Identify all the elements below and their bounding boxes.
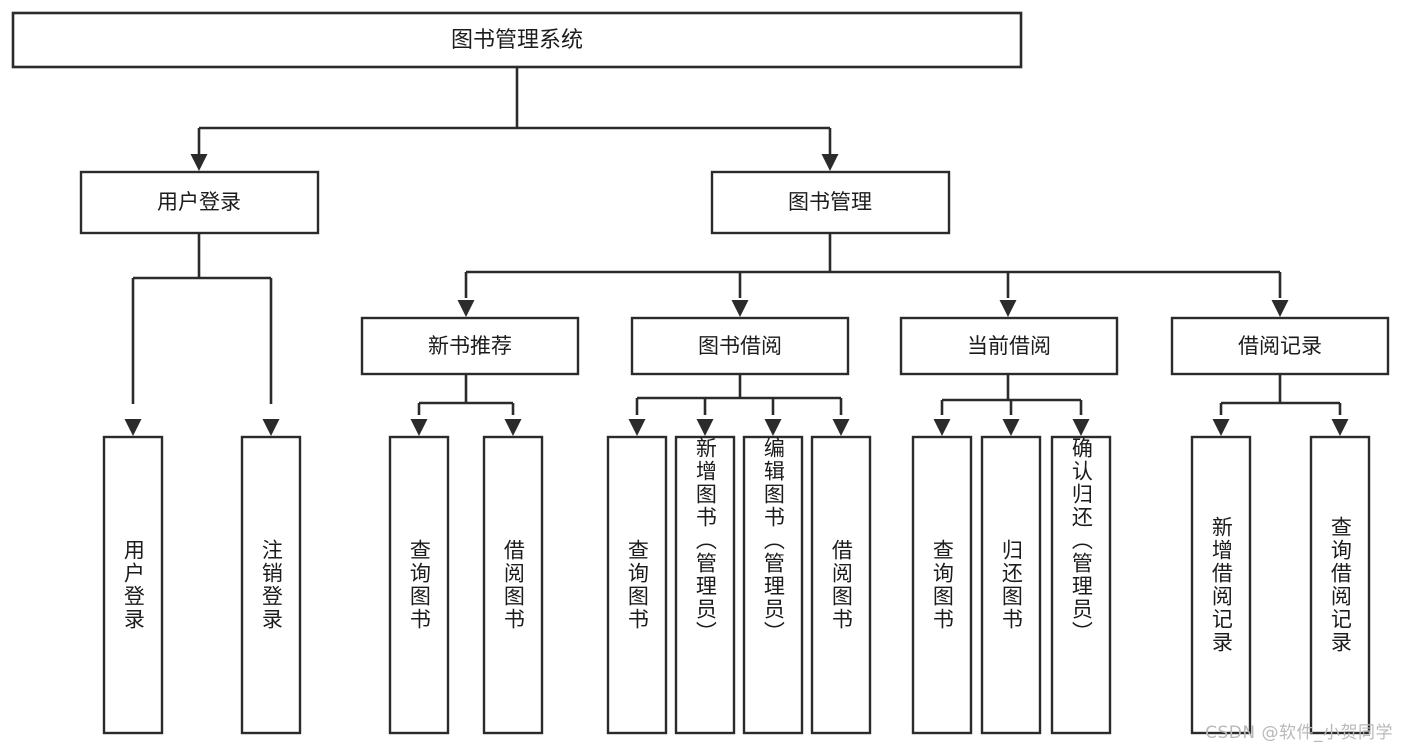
arrow-to-leaf-br-query xyxy=(1331,419,1349,436)
arrow-to-borrow-records xyxy=(1271,300,1289,317)
leaf-box-bb-query[interactable] xyxy=(606,435,668,735)
leaf-box-br-add[interactable] xyxy=(1190,435,1252,735)
node-root-system-label: 图书管理系统 xyxy=(451,28,583,53)
leaf-box-br-query[interactable] xyxy=(1309,435,1371,735)
leaf-box-cb-query[interactable] xyxy=(911,435,973,735)
arrow-to-leaf-nb-borrow xyxy=(504,419,522,436)
node-current-borrow-label: 当前借阅 xyxy=(967,334,1051,358)
connector-group-borrow-records xyxy=(1219,374,1342,415)
leaf-box-group xyxy=(102,435,1371,735)
arrow-to-leaf-bb-edit xyxy=(764,419,782,436)
node-root-system[interactable]: 图书管理系统 xyxy=(11,11,1023,69)
arrow-to-book-borrow xyxy=(731,300,749,317)
node-book-manage[interactable]: 图书管理 xyxy=(710,170,951,235)
node-user-login[interactable]: 用户登录 xyxy=(79,170,320,235)
leaf-box-logout[interactable] xyxy=(240,435,302,735)
leaf-box-cb-return[interactable] xyxy=(980,435,1042,735)
arrow-to-leaf-cb-confirm xyxy=(1072,419,1090,436)
watermark-text: CSDN @软件_小贺同学 xyxy=(1205,723,1393,743)
connector-group-new-book xyxy=(417,374,515,415)
node-book-borrow-label: 图书借阅 xyxy=(698,334,782,358)
arrow-to-current-borrow xyxy=(999,300,1017,317)
arrow-to-user-login xyxy=(190,154,208,171)
connector-group-book-borrow xyxy=(635,374,843,415)
leaf-box-bb-edit[interactable] xyxy=(742,435,804,735)
node-new-book-recommend[interactable]: 新书推荐 xyxy=(360,316,580,376)
connector-group-current-borrow xyxy=(940,374,1083,415)
node-borrow-records-label: 借阅记录 xyxy=(1238,334,1322,358)
leaf-box-user-login[interactable] xyxy=(102,435,164,735)
node-new-book-recommend-label: 新书推荐 xyxy=(428,334,512,358)
connector-group-book-manage xyxy=(464,233,1282,298)
connector-group-user-login xyxy=(131,233,273,404)
arrow-to-leaf-cb-return xyxy=(1002,419,1020,436)
leaf-box-bb-add[interactable] xyxy=(674,435,736,735)
arrow-to-leaf-cb-query xyxy=(933,419,951,436)
arrow-to-leaf-bb-add xyxy=(696,419,714,436)
node-book-manage-label: 图书管理 xyxy=(788,190,872,214)
leaf-box-bb-borrow[interactable] xyxy=(810,435,872,735)
arrow-to-leaf-bb-borrow xyxy=(832,419,850,436)
arrow-to-leaf-nb-query xyxy=(410,419,428,436)
arrow-to-leaf-br-add xyxy=(1212,419,1230,436)
arrow-to-leaf-logout xyxy=(262,419,280,436)
node-user-login-label: 用户登录 xyxy=(157,190,241,214)
leaf-box-nb-borrow[interactable] xyxy=(482,435,544,735)
arrow-to-book-manage xyxy=(821,154,839,171)
node-book-borrow[interactable]: 图书借阅 xyxy=(630,316,850,376)
arrow-to-leaf-bb-query xyxy=(628,419,646,436)
leaf-box-nb-query[interactable] xyxy=(388,435,450,735)
arrow-to-new-book xyxy=(457,300,475,317)
connector-group-root xyxy=(197,67,832,154)
leaf-box-cb-confirm[interactable] xyxy=(1050,435,1112,735)
arrow-to-leaf-user-login xyxy=(124,419,142,436)
node-current-borrow[interactable]: 当前借阅 xyxy=(899,316,1119,376)
node-borrow-records[interactable]: 借阅记录 xyxy=(1170,316,1390,376)
